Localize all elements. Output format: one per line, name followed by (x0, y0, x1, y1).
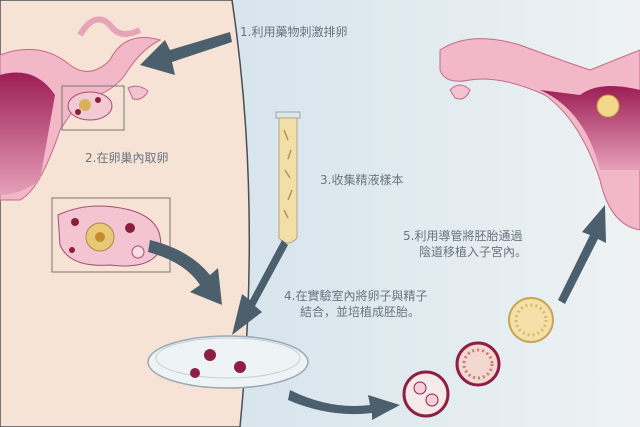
process-arrows (140, 32, 606, 420)
arrow-icon (288, 390, 400, 420)
left-uterus-illustration (0, 16, 162, 201)
step-4-label: 4.在實驗室內將卵子與精子結合，並培植成胚胎。 (284, 289, 428, 319)
arrow-icon (148, 240, 222, 305)
right-uterus-illustration (439, 38, 640, 231)
arrow-icon (558, 205, 606, 304)
two-cell-embryo (402, 370, 450, 418)
step-2-label: 2.在卵巢內取卵 (85, 151, 169, 165)
step-3-label: 3.收集精液樣本 (320, 173, 404, 187)
arrow-icon (140, 32, 232, 75)
petri-dish-icon (147, 335, 309, 389)
step-1-label: 1.利用藥物刺激排卵 (240, 25, 348, 39)
step-5-label: 5.利用導管將胚胎通過陰道移植入子宮內。 (403, 229, 528, 259)
ovary-zoom-box-small (61, 85, 125, 131)
test-tube-icon (275, 111, 301, 244)
arrow-icon (232, 240, 288, 335)
